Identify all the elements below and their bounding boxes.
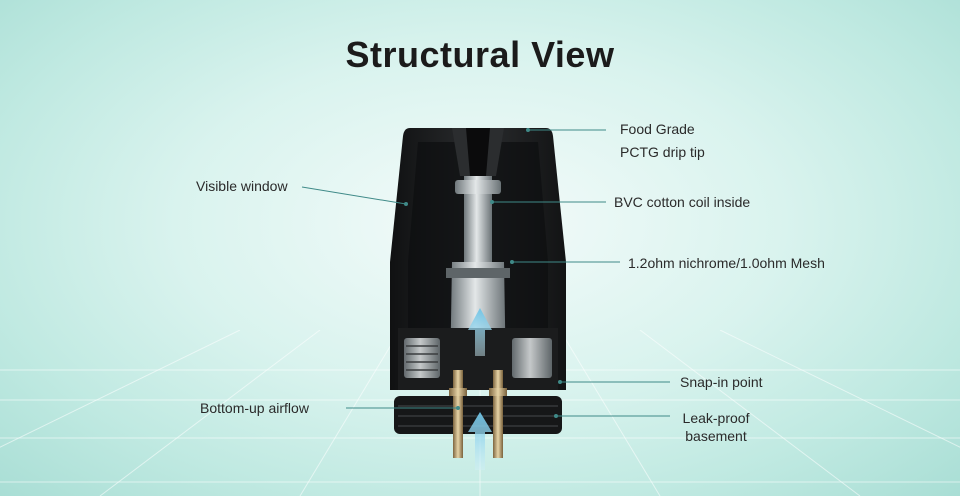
leader-window: [301, 186, 407, 205]
label-drip-tip-line2: PCTG drip tip: [620, 144, 705, 160]
label-resistance: 1.2ohm nichrome/1.0ohm Mesh: [628, 255, 825, 271]
label-leak-proof-line2: basement: [685, 428, 747, 444]
airflow-arrow-lower: [468, 412, 492, 470]
label-airflow: Bottom-up airflow: [200, 400, 309, 416]
pin-right: [493, 370, 503, 458]
label-leak-proof-line1: Leak-proof: [682, 410, 750, 426]
pin-left: [453, 370, 463, 458]
label-snap-in: Snap-in point: [680, 374, 763, 390]
label-window: Visible window: [196, 178, 288, 194]
airflow-arrow-upper: [468, 308, 492, 356]
label-drip-tip-line1: Food Grade: [620, 121, 695, 137]
page-title: Structural View: [345, 34, 615, 75]
label-coil: BVC cotton coil inside: [614, 194, 751, 210]
